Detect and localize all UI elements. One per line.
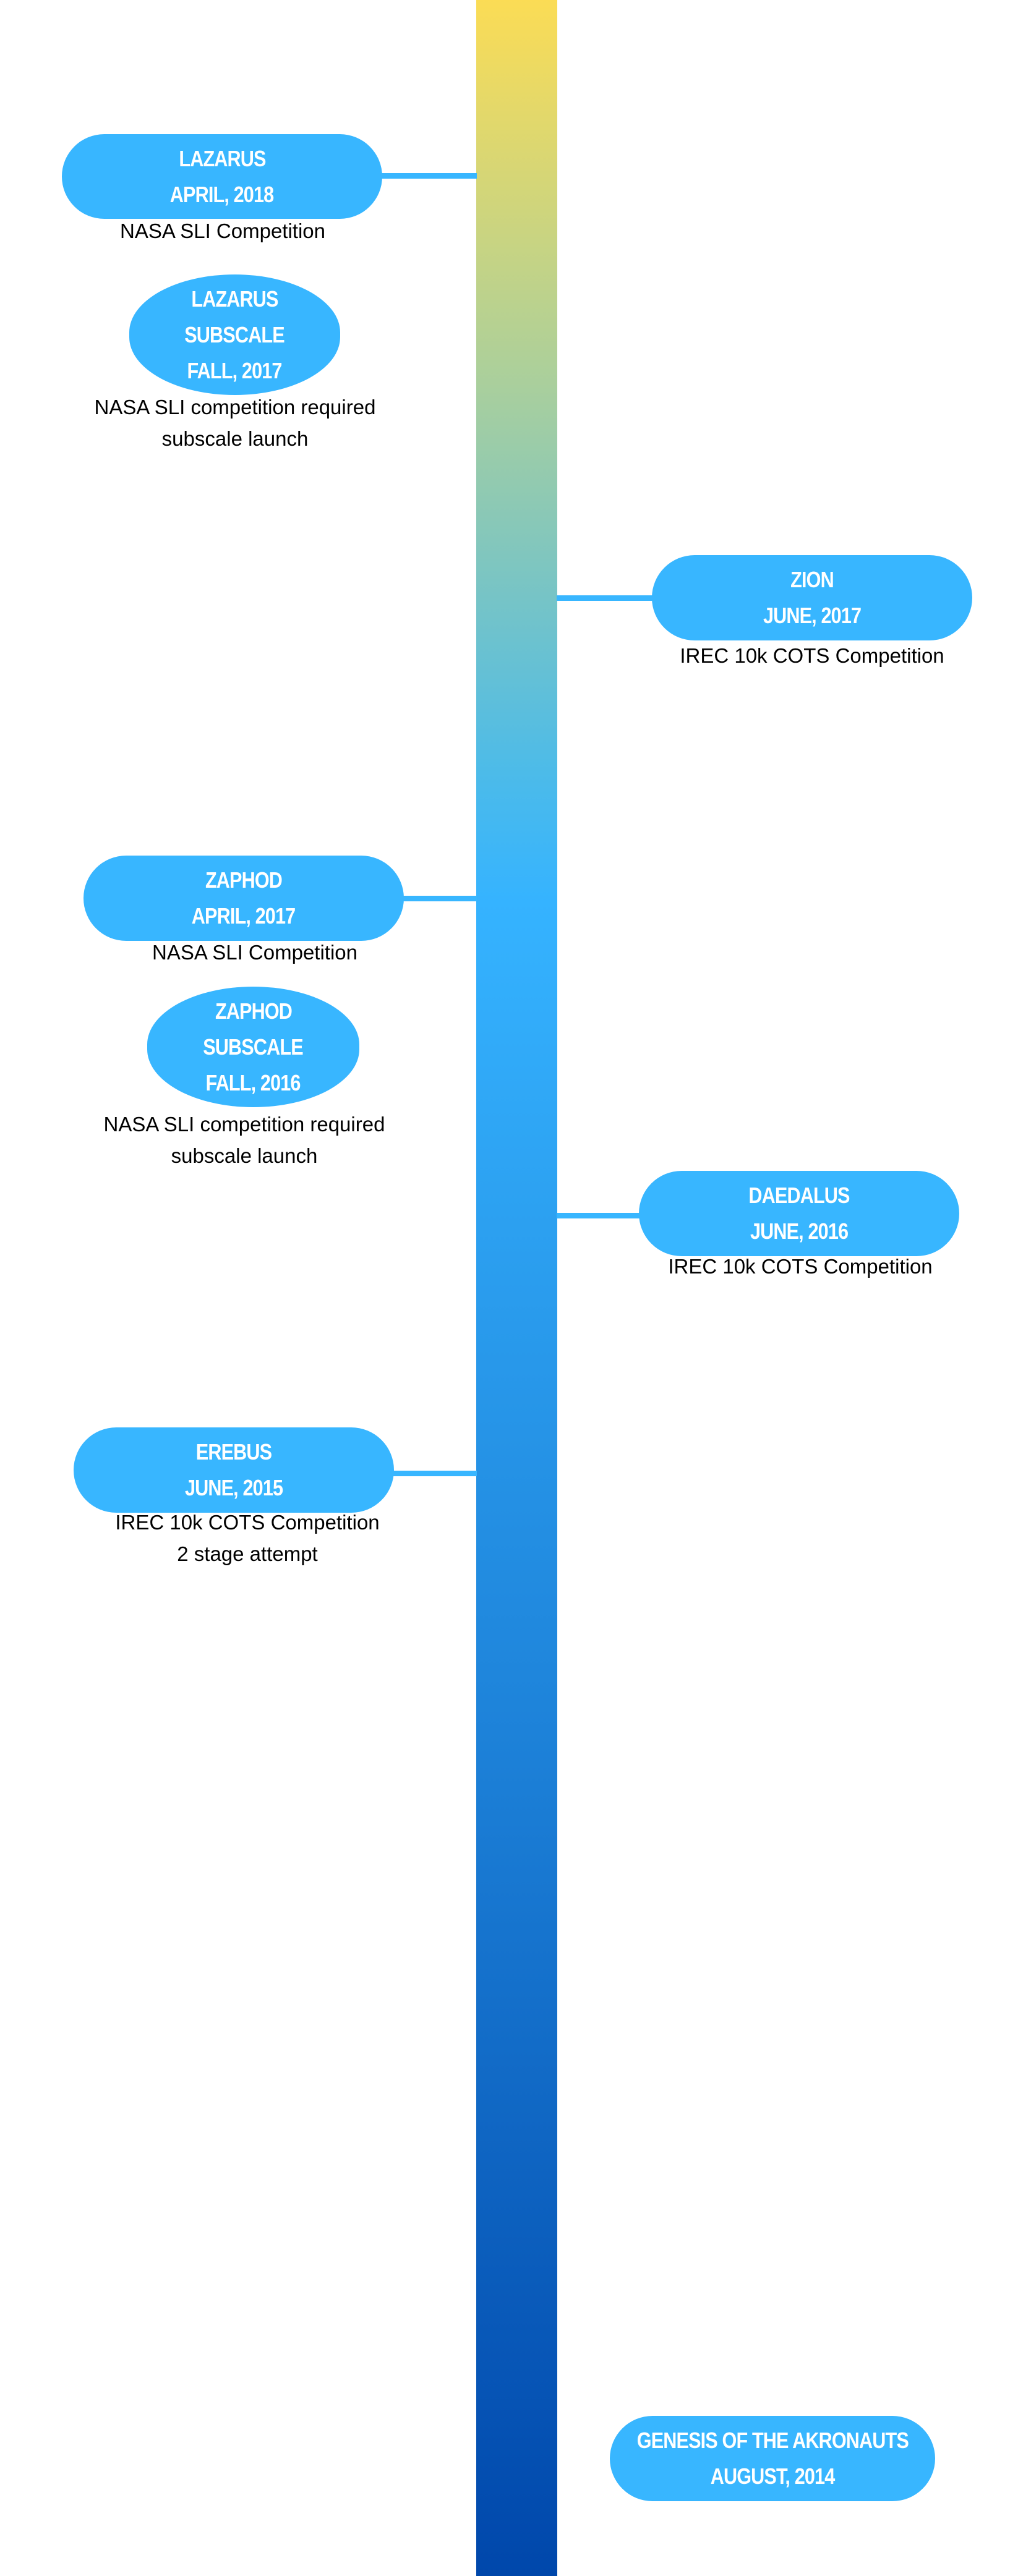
connector bbox=[402, 896, 477, 901]
event-erebus: EREBUS JUNE, 2015 bbox=[74, 1427, 394, 1513]
event-title: DAEDALUS bbox=[748, 1183, 850, 1208]
desc-line: NASA SLI Competition bbox=[152, 941, 357, 964]
desc-line: subscale launch bbox=[171, 1144, 318, 1167]
desc-line: NASA SLI Competition bbox=[120, 219, 325, 242]
event-genesis: GENESIS OF THE AKRONAUTS AUGUST, 2014 bbox=[610, 2416, 935, 2501]
event-lazarus-subscale: LAZARUS SUBSCALE FALL, 2017 bbox=[129, 274, 340, 395]
connector bbox=[380, 173, 477, 179]
desc-line: 2 stage attempt bbox=[177, 1542, 318, 1565]
event-zion: ZION JUNE, 2017 bbox=[652, 555, 972, 640]
desc-line: NASA SLI competition required bbox=[94, 396, 376, 419]
event-daedalus: DAEDALUS JUNE, 2016 bbox=[639, 1171, 959, 1256]
event-title: LAZARUS bbox=[178, 145, 266, 171]
connector bbox=[392, 1471, 477, 1476]
event-desc: NASA SLI Competition bbox=[37, 215, 408, 247]
event-desc: IREC 10k COTS Competition bbox=[615, 1251, 986, 1282]
event-date: JUNE, 2015 bbox=[184, 1475, 283, 1500]
event-title: EREBUS bbox=[195, 1439, 272, 1464]
event-title: GENESIS OF THE AKRONAUTS bbox=[636, 2428, 909, 2453]
desc-line: NASA SLI competition required bbox=[103, 1113, 385, 1136]
connector bbox=[557, 595, 654, 601]
desc-line: IREC 10k COTS Competition bbox=[680, 644, 944, 667]
event-desc: IREC 10k COTS Competition 2 stage attemp… bbox=[62, 1507, 433, 1570]
event-date: JUNE, 2017 bbox=[763, 603, 862, 628]
event-title: ZAPHOD bbox=[215, 998, 292, 1024]
event-date: FALL, 2017 bbox=[187, 357, 283, 383]
event-title: LAZARUS bbox=[191, 286, 278, 312]
event-date: APRIL, 2017 bbox=[192, 903, 296, 929]
event-title: ZION bbox=[790, 567, 834, 592]
timeline-bar bbox=[476, 0, 557, 2576]
event-title: ZAPHOD bbox=[205, 867, 283, 893]
event-zaphod: ZAPHOD APRIL, 2017 bbox=[83, 856, 404, 941]
event-subtitle: SUBSCALE bbox=[184, 321, 285, 347]
event-desc: IREC 10k COTS Competition bbox=[627, 640, 998, 671]
desc-line: subscale launch bbox=[161, 427, 309, 450]
desc-line: IREC 10k COTS Competition bbox=[668, 1255, 933, 1278]
event-date: FALL, 2016 bbox=[205, 1069, 301, 1095]
event-zaphod-subscale: ZAPHOD SUBSCALE FALL, 2016 bbox=[147, 987, 359, 1107]
event-date: AUGUST, 2014 bbox=[710, 2463, 836, 2489]
event-subtitle: SUBSCALE bbox=[203, 1034, 304, 1060]
event-desc: NASA SLI Competition bbox=[69, 937, 440, 968]
event-desc: NASA SLI competition required subscale l… bbox=[49, 391, 421, 454]
connector bbox=[557, 1213, 641, 1218]
desc-line: IREC 10k COTS Competition bbox=[115, 1511, 380, 1534]
event-date: APRIL, 2018 bbox=[170, 181, 274, 207]
event-desc: NASA SLI competition required subscale l… bbox=[59, 1108, 430, 1171]
event-lazarus: LAZARUS APRIL, 2018 bbox=[62, 134, 382, 219]
event-date: JUNE, 2016 bbox=[750, 1218, 849, 1244]
